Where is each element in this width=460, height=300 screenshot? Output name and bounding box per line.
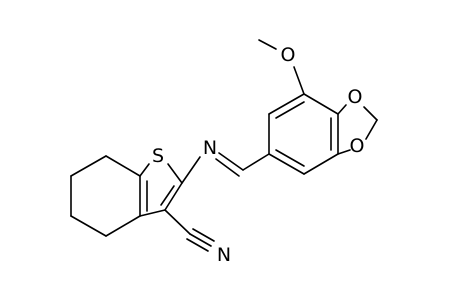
bond: [365, 119, 378, 140]
thiophene-ring: [139, 163, 183, 217]
bond: [268, 153, 305, 175]
bond: [268, 93, 305, 115]
bond: [160, 185, 175, 206]
bond: [139, 209, 166, 217]
methoxy-group: [258, 39, 305, 95]
bond: [303, 93, 339, 115]
bond: [181, 156, 201, 184]
bond: [139, 163, 150, 177]
nitrile-group: [164, 209, 215, 252]
bond: [192, 228, 215, 242]
nitrile-nitrogen-label: N: [217, 244, 231, 266]
bond: [164, 209, 191, 235]
bond: [189, 233, 212, 247]
cyclohexene-ring: [70, 155, 141, 237]
dioxole-oxygen-top-label: O: [348, 86, 363, 108]
bond: [218, 152, 244, 171]
benzene-ring: [268, 93, 339, 175]
bond: [258, 39, 277, 50]
bond: [275, 149, 305, 167]
bond: [105, 155, 141, 177]
bond: [105, 215, 141, 237]
bond: [293, 66, 305, 95]
bond: [363, 106, 378, 121]
bond: [337, 104, 347, 115]
bond: [215, 158, 240, 177]
bond: [242, 153, 270, 171]
bond: [303, 153, 339, 175]
bond: [70, 215, 107, 237]
bond: [70, 155, 107, 177]
thiophene-sulfur-label: S: [152, 145, 164, 167]
imine-nitrogen-label: N: [203, 137, 217, 159]
dioxole-ring: [337, 104, 378, 155]
ring-fusion-double-bond: [139, 175, 148, 217]
bond: [337, 149, 351, 155]
dioxole-oxygen-bottom-label: O: [350, 135, 365, 157]
bond: [275, 101, 305, 119]
imine-linker: [181, 152, 270, 184]
bond: [186, 238, 209, 252]
bond: [164, 182, 183, 211]
methoxy-oxygen-label: O: [281, 44, 296, 66]
bond: [167, 163, 183, 184]
